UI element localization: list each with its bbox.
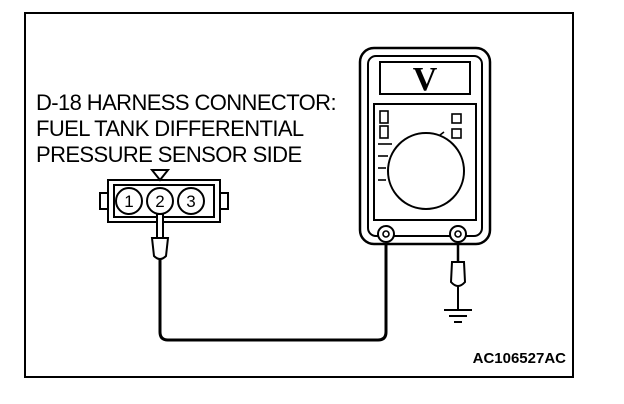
connector-pin-3: 3 — [177, 187, 205, 215]
pin-label-3: 3 — [186, 192, 195, 211]
connector-pin-1: 1 — [115, 187, 143, 215]
figure-code: AC106527AC — [472, 350, 566, 367]
caption-line-2: FUEL TANK DIFFERENTIAL — [36, 116, 304, 141]
meter-button-3 — [451, 113, 462, 124]
pin-label-1: 1 — [124, 192, 133, 211]
meter-button-2 — [379, 125, 389, 139]
meter-rotary-dial — [387, 132, 465, 210]
probe-ground-side — [449, 242, 467, 304]
meter-terminal-v — [449, 225, 467, 243]
test-lead-wire — [158, 242, 388, 342]
voltmeter: V — [358, 46, 492, 246]
meter-button-4 — [451, 128, 462, 139]
caption-line-1: D-18 HARNESS CONNECTOR: — [36, 90, 337, 115]
probe-connector-side — [150, 213, 170, 260]
connector-caption: D-18 HARNESS CONNECTOR: FUEL TANK DIFFER… — [36, 90, 337, 168]
caption-line-3: PRESSURE SENSOR SIDE — [36, 142, 302, 167]
pin-marker-triangle — [149, 169, 171, 182]
meter-display-value: V — [413, 61, 438, 98]
meter-display — [379, 61, 471, 95]
meter-terminal-com — [377, 225, 395, 243]
meter-button-1 — [379, 110, 389, 124]
connector-pin-2: 2 — [146, 187, 174, 215]
diagram-frame — [24, 12, 574, 378]
ground-icon — [444, 304, 472, 323]
pin-label-2: 2 — [155, 192, 164, 211]
